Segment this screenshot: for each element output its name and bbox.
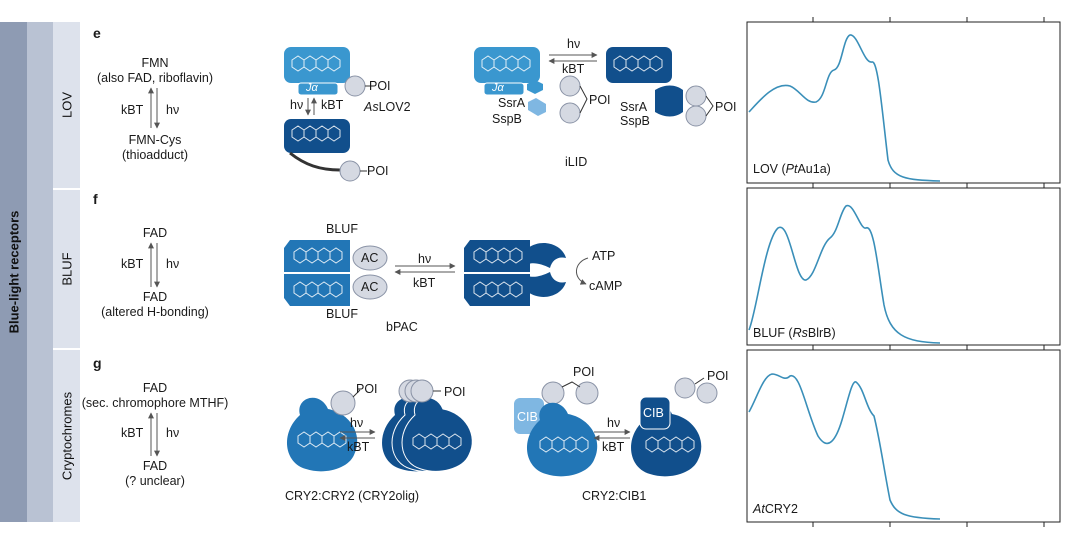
cry2-monomer xyxy=(287,397,358,472)
ac-active-top xyxy=(528,243,566,268)
bpac-atp: ATP xyxy=(592,249,616,263)
row-band-cry: Cryptochromes xyxy=(53,350,80,522)
aslov2-jalpha: Jα xyxy=(306,82,318,94)
aslov2-thermal: kBT xyxy=(321,98,344,112)
ilid-ssra-right: SsrA xyxy=(620,100,648,114)
poi-ball-top xyxy=(344,75,366,97)
chromophore-lov: FMN xyxy=(141,56,169,70)
bpac-illustration xyxy=(284,240,589,306)
sspb-bound xyxy=(655,85,683,117)
cry2olig-thermal: kBT xyxy=(347,440,370,454)
chem-bluf-bottom: FAD (altered H-bonding) xyxy=(80,290,230,320)
cry2olig-illustration xyxy=(287,379,473,472)
product-lov: FMN-Cys xyxy=(128,133,182,147)
side-band-inner xyxy=(27,22,53,522)
cib-right-label: CIB xyxy=(643,406,664,420)
spectrum-curves xyxy=(748,34,941,520)
cry-cib-poi-left: POI xyxy=(573,365,595,379)
bpac-camp: cAMP xyxy=(589,279,623,293)
jalpha-helix xyxy=(297,82,339,96)
spectrum-curve-lov xyxy=(748,34,941,182)
bpac-name: bPAC xyxy=(386,320,418,334)
cib-left-label: CIB xyxy=(517,410,538,424)
cry-cib-light: hν xyxy=(607,416,621,430)
ilid-illustration xyxy=(474,47,714,127)
thermal-label-lov: kBT xyxy=(121,103,144,117)
thermal-label-cry: kBT xyxy=(121,426,144,440)
ilid-sspb-right: SspB xyxy=(620,114,650,128)
chem-cry-bottom: FAD (? unclear) xyxy=(80,459,230,489)
chem-bluf-top: FAD xyxy=(80,226,230,241)
product-bluf: FAD xyxy=(142,290,168,304)
light-label-cry: hν xyxy=(166,426,180,440)
chem-lov-top: FMN (also FAD, riboflavin) xyxy=(80,56,230,86)
panel-label-g: g xyxy=(93,355,102,371)
chromophore-note-cry: (sec. chromophore MTHF) xyxy=(81,396,229,410)
poi-ball-bottom xyxy=(339,160,361,182)
ac-domain-bottom xyxy=(352,274,388,300)
aslov2-poi-bottom: POI xyxy=(367,164,389,178)
product-cry: FAD xyxy=(142,459,168,473)
light-label-lov: hν xyxy=(166,103,180,117)
cry-cib-name: CRY2:CIB1 xyxy=(582,489,647,503)
spectrum-curve-cry xyxy=(748,373,941,520)
chem-cry-top: FAD (sec. chromophore MTHF) xyxy=(80,381,230,411)
ilid-thermal: kBT xyxy=(562,62,585,76)
cry-cib-thermal: kBT xyxy=(602,440,625,454)
cry-cib-poi-right: POI xyxy=(707,369,729,383)
bpac-ac-top: AC xyxy=(361,251,379,265)
bpac-bluf-top: BLUF xyxy=(326,222,358,236)
bpac-ac-bottom: AC xyxy=(361,280,379,294)
bpac-thermal: kBT xyxy=(413,276,436,290)
bpac-light: hν xyxy=(418,252,432,266)
cib-bound xyxy=(639,396,671,430)
thermal-label-bluf: kBT xyxy=(121,257,144,271)
bpac-bluf-bottom: BLUF xyxy=(326,307,358,321)
cry2olig-poi-right: POI xyxy=(444,385,466,399)
ilid-light: hν xyxy=(567,37,581,51)
ilid-sspb-left: SspB xyxy=(492,112,522,126)
chem-lov-bottom: FMN-Cys (thioadduct) xyxy=(80,133,230,163)
ilid-jalpha: Jα xyxy=(492,82,504,94)
aslov2-illustration xyxy=(284,47,371,182)
panel-label-f: f xyxy=(93,191,98,207)
ac-active-bottom xyxy=(528,272,566,297)
panel-label-e: e xyxy=(93,25,101,41)
spectrum-label-lov: LOV (PtAu1a) xyxy=(753,162,831,176)
light-label-bluf: hν xyxy=(166,257,180,271)
row-band-lov: LOV xyxy=(53,22,80,188)
ilid-poi-left: POI xyxy=(589,93,611,107)
ilid-name: iLID xyxy=(565,155,588,169)
sspb-dark xyxy=(528,98,546,116)
cry2-cib1-illustration xyxy=(514,377,718,477)
cry2olig-poi-left: POI xyxy=(356,382,378,396)
row-band-bluf: BLUF xyxy=(53,190,80,348)
product-note-lov: (thioadduct) xyxy=(121,148,188,162)
spectrum-label-cry: AtCRY2 xyxy=(753,502,798,516)
product-note-cry: (? unclear) xyxy=(125,474,185,488)
spectrum-curve-bluf xyxy=(748,205,941,344)
side-band: Blue-light receptors xyxy=(0,22,27,522)
product-note-bluf: (altered H-bonding) xyxy=(101,305,209,319)
chromophore-cry: FAD xyxy=(142,381,168,395)
cry2olig-light: hν xyxy=(350,416,364,430)
cry2olig-name: CRY2:CRY2 (CRY2olig) xyxy=(285,489,420,503)
spectrum-label-bluf: BLUF (RsBlrB) xyxy=(753,326,836,340)
chromophore-note-lov: (also FAD, riboflavin) xyxy=(96,71,213,85)
chem-arrows xyxy=(148,87,160,457)
chromophore-bluf: FAD xyxy=(142,226,168,240)
spectrum-frames xyxy=(746,17,1061,527)
aslov2-name: AsLOV2 xyxy=(364,100,411,114)
ac-domain-top xyxy=(352,245,388,271)
ilid-poi-right: POI xyxy=(715,100,737,114)
aslov2-light: hν xyxy=(290,98,304,112)
ilid-ssra-left: SsrA xyxy=(498,96,526,110)
aslov2-poi-top: POI xyxy=(369,79,391,93)
